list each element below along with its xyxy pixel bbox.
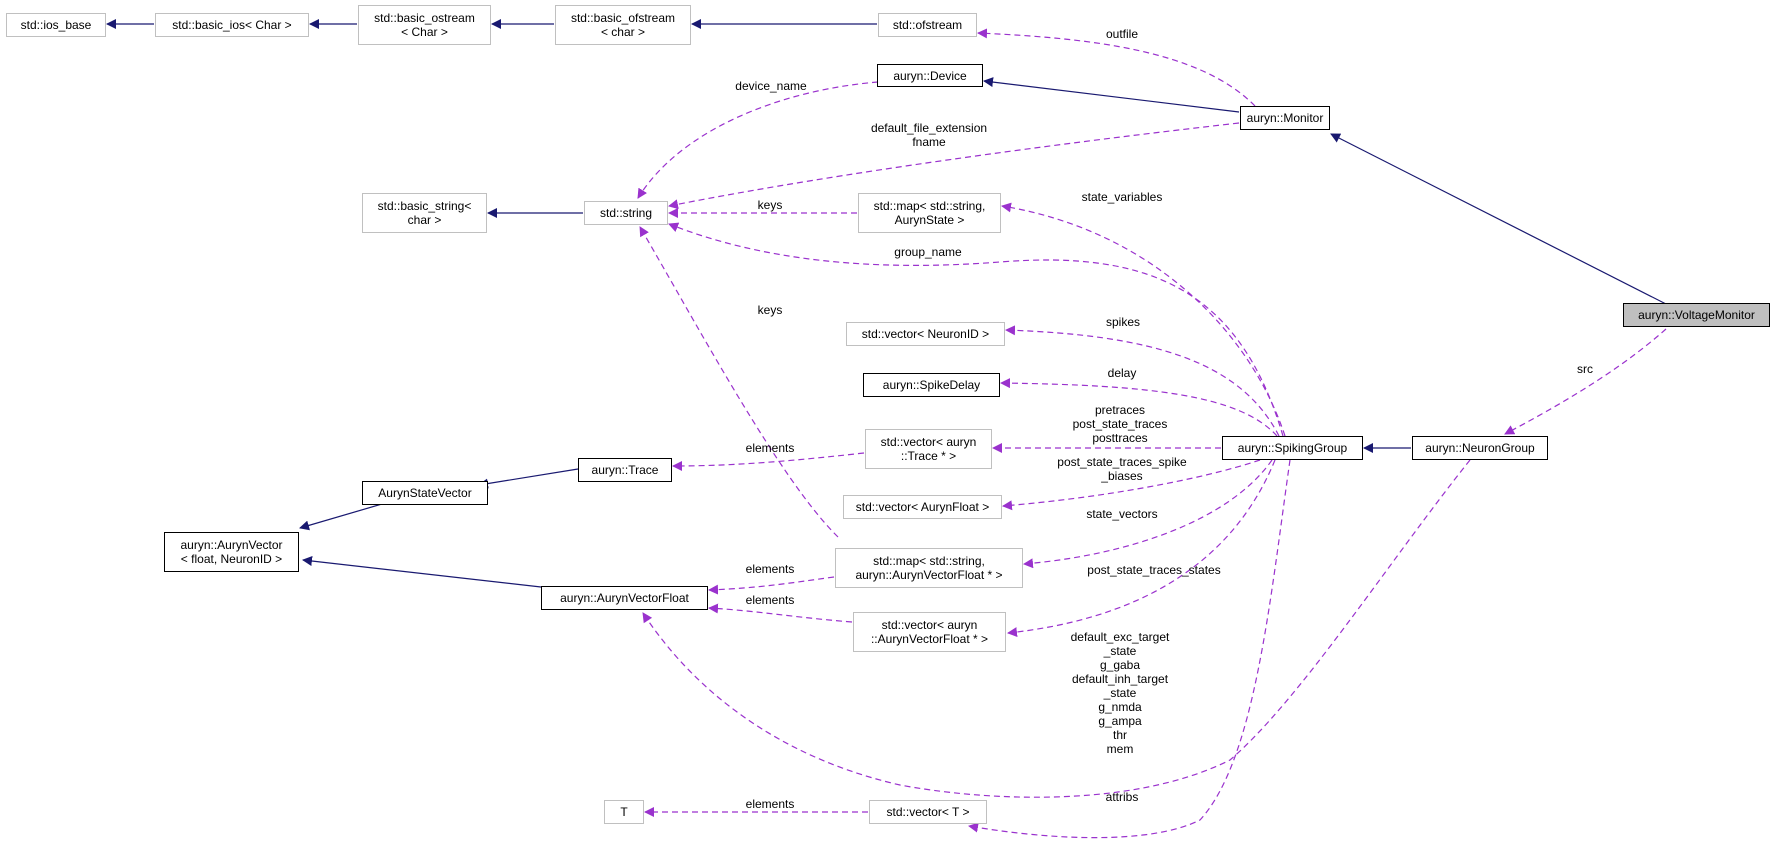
edge-voltage-monitor-to-monitor xyxy=(1330,133,1667,305)
edge-label-src: src xyxy=(1577,362,1593,376)
node-auryn-vector[interactable]: auryn::AurynVector < float, NeuronID > xyxy=(164,532,299,572)
node-std-basic-ios[interactable]: std::basic_ios< Char > xyxy=(155,13,309,37)
edge-map-vectorfloat-keys-string xyxy=(639,226,839,538)
edge-spiking-group-spikes xyxy=(1005,325,1280,437)
node-std-map-aurynstate[interactable]: std::map< std::string, AurynState > xyxy=(858,193,1001,233)
node-auryn-monitor[interactable]: auryn::Monitor xyxy=(1240,106,1330,130)
edge-neuron-group-state-list xyxy=(642,459,1471,798)
edge-label-elements-vector: elements xyxy=(745,593,795,607)
edge-spiking-group-group-name xyxy=(668,222,1284,437)
node-std-basic-string[interactable]: std::basic_string< char > xyxy=(362,193,487,233)
edge-label-spike-biases: post_state_traces_spike _biases xyxy=(1057,455,1187,483)
edge-label-delay: delay xyxy=(1107,366,1137,380)
node-std-ios-base[interactable]: std::ios_base xyxy=(6,13,106,37)
edge-label-spikes: spikes xyxy=(1105,315,1141,329)
edge-label-group-name: group_name xyxy=(894,245,962,259)
edge-label-traces: pretraces post_state_traces posttraces xyxy=(1072,403,1168,445)
node-auryn-state-vector[interactable]: AurynStateVector xyxy=(362,481,488,505)
edge-label-attribs: attribs xyxy=(1105,790,1139,804)
node-std-vector-neuronid[interactable]: std::vector< NeuronID > xyxy=(846,322,1005,346)
edge-monitor-outfile-ofstream xyxy=(977,28,1256,107)
edge-label-keys-map: keys xyxy=(757,198,783,212)
edge-label-state-variables: state_variables xyxy=(1081,190,1163,204)
node-std-vector-aurynfloat[interactable]: std::vector< AurynFloat > xyxy=(843,495,1002,519)
node-auryn-trace[interactable]: auryn::Trace xyxy=(578,458,672,482)
node-std-vector-t[interactable]: std::vector< T > xyxy=(869,800,987,824)
node-std-string[interactable]: std::string xyxy=(584,201,668,225)
node-auryn-voltage-monitor[interactable]: auryn::VoltageMonitor xyxy=(1623,303,1770,327)
edge-label-keys-string: keys xyxy=(757,303,783,317)
edge-auryn-state-vector-to-auryn-vector xyxy=(299,503,383,531)
edge-spiking-group-state-variables xyxy=(1001,202,1286,437)
edge-vector-trace-elements-trace xyxy=(672,452,865,471)
node-std-basic-ofstream[interactable]: std::basic_ofstream < char > xyxy=(555,5,691,45)
node-auryn-spiking-group[interactable]: auryn::SpikingGroup xyxy=(1222,436,1363,460)
edge-map-vectorfloat-elements xyxy=(708,576,835,595)
edge-label-elements-map: elements xyxy=(745,562,795,576)
edge-label-state-list: default_exc_target _state g_gaba default… xyxy=(1070,630,1170,756)
node-auryn-vector-float[interactable]: auryn::AurynVectorFloat xyxy=(541,586,708,610)
node-std-basic-ostream[interactable]: std::basic_ostream < Char > xyxy=(358,5,491,45)
node-std-vector-vectorfloat[interactable]: std::vector< auryn ::AurynVectorFloat * … xyxy=(853,612,1006,652)
edge-spiking-group-attribs xyxy=(968,459,1291,839)
node-auryn-spike-delay[interactable]: auryn::SpikeDelay xyxy=(863,373,1000,397)
edge-device-name-string xyxy=(637,81,879,199)
edge-voltage-monitor-src xyxy=(1504,328,1667,435)
node-t[interactable]: T xyxy=(604,800,644,824)
edge-label-elements-t: elements xyxy=(745,797,795,811)
node-std-vector-trace[interactable]: std::vector< auryn ::Trace * > xyxy=(865,429,992,469)
node-auryn-device[interactable]: auryn::Device xyxy=(877,64,983,87)
edge-monitor-to-device xyxy=(983,77,1240,113)
edge-spiking-group-delay xyxy=(1000,378,1278,437)
node-std-ofstream[interactable]: std::ofstream xyxy=(878,13,977,37)
edge-spiking-group-spike-biases xyxy=(1002,459,1261,511)
node-std-map-vectorfloat[interactable]: std::map< std::string, auryn::AurynVecto… xyxy=(835,548,1023,588)
edge-vector-vectorfloat-elements xyxy=(708,603,853,623)
edge-label-default-file-extension: default_file_extension fname xyxy=(870,121,988,149)
edge-label-post-state-traces-states: post_state_traces_states xyxy=(1087,563,1221,577)
edge-auryn-vector-float-to-auryn-vector xyxy=(302,556,542,588)
edge-label-elements-trace: elements xyxy=(745,441,795,455)
edge-monitor-fname-string xyxy=(668,122,1240,210)
node-auryn-neuron-group[interactable]: auryn::NeuronGroup xyxy=(1412,436,1548,460)
edge-trace-to-auryn-state-vector xyxy=(478,468,579,489)
edge-label-outfile: outfile xyxy=(1105,27,1139,41)
edge-spiking-group-post-state-traces-states xyxy=(1007,459,1276,638)
edge-label-state-vectors: state_vectors xyxy=(1086,507,1158,521)
edge-spiking-group-state-vectors xyxy=(1023,459,1273,569)
edge-label-device-name: device_name xyxy=(735,79,807,93)
